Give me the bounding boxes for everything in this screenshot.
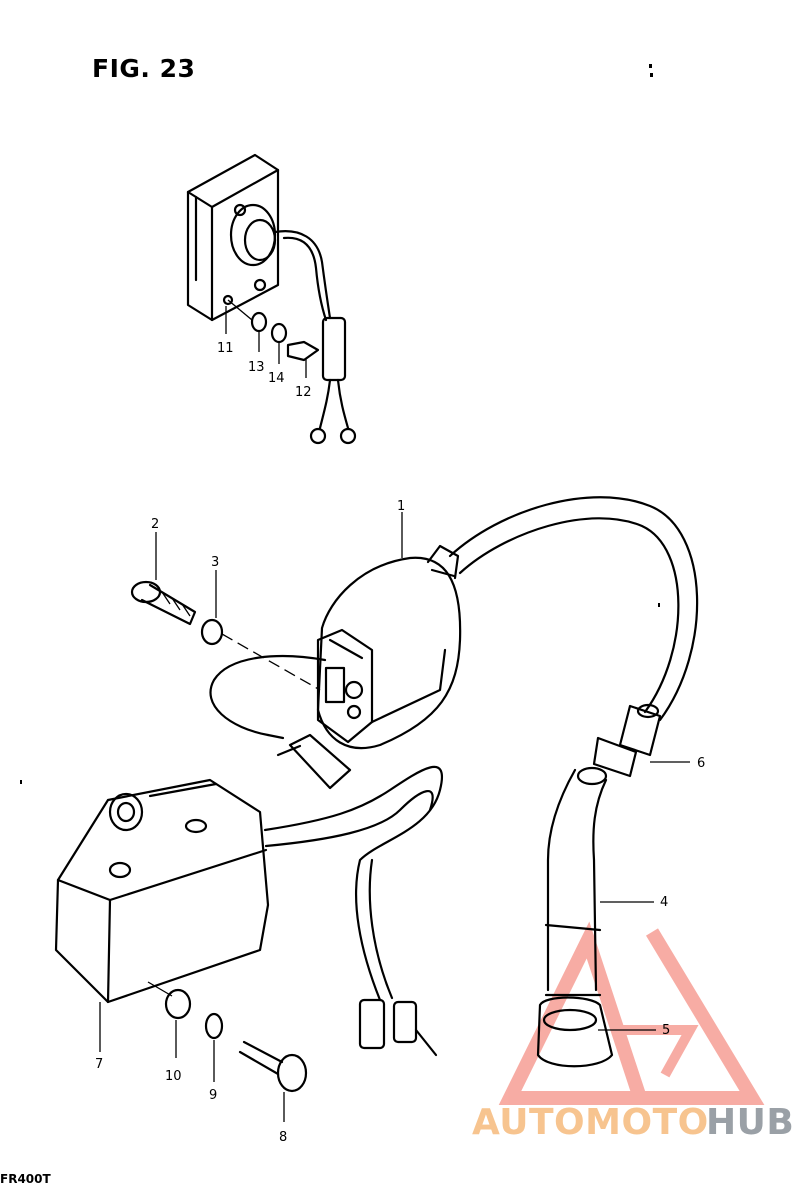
plug-cap-assembly	[536, 766, 614, 1068]
part-label-13: 13	[248, 360, 265, 375]
bolt-2	[130, 580, 197, 626]
part-label-7: 7	[95, 1057, 103, 1072]
part-label-3: 3	[211, 555, 219, 570]
washer-3	[200, 618, 224, 646]
watermark-text-automoto: AUTOMOTO	[472, 1102, 709, 1143]
footer-code: FR400T	[0, 1172, 51, 1186]
figure-title: FIG. 23	[92, 54, 196, 83]
regulator-drawing	[186, 153, 357, 445]
part-label-5: 5	[662, 1023, 670, 1038]
part-label-4: 4	[660, 895, 668, 910]
part-label-12: 12	[295, 385, 312, 400]
cdi-unit	[54, 733, 443, 1057]
screw-12	[286, 340, 320, 362]
part-label-9: 9	[209, 1088, 217, 1103]
part-label-2: 2	[151, 517, 159, 532]
part-label-1: 1	[397, 499, 405, 514]
part-label-10: 10	[165, 1069, 182, 1084]
cap-boot-6	[592, 703, 662, 778]
washer-10	[164, 988, 192, 1020]
lock-washer-14	[270, 322, 288, 344]
lock-washer-9	[204, 1012, 224, 1040]
screw-8	[238, 1040, 308, 1093]
part-label-6: 6	[697, 756, 705, 771]
part-label-8: 8	[279, 1130, 287, 1145]
part-label-14: 14	[268, 371, 285, 386]
watermark-text-hub: HUB	[706, 1102, 795, 1143]
part-label-11: 11	[217, 341, 234, 356]
washer-13	[250, 311, 268, 333]
ignition-coil	[209, 496, 699, 750]
